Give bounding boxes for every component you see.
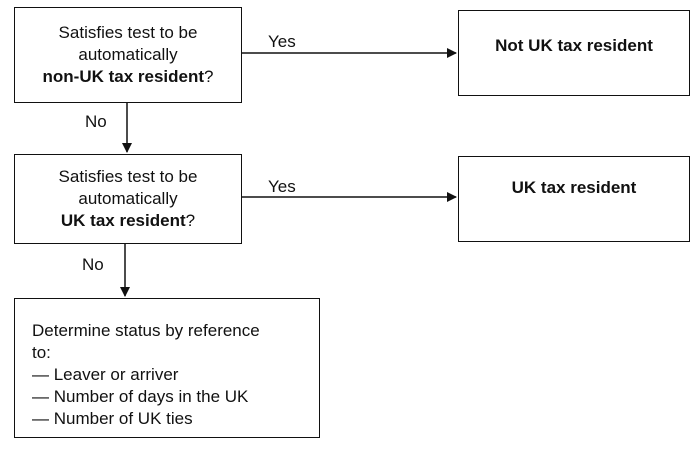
question1-line2: automatically: [78, 45, 178, 64]
question2-line3: UK tax resident?: [61, 210, 195, 232]
determine-item-days: — Number of days in the UK: [32, 387, 249, 406]
question1-line3: non-UK tax resident?: [43, 66, 214, 88]
question1-bold: non-UK tax resident: [42, 67, 205, 86]
question2-line2: automatically: [78, 189, 178, 208]
outcome-not-uk-resident-box: Not UK tax resident: [458, 10, 690, 96]
question1-line1: Satisfies test to be: [58, 23, 198, 42]
edge-label-no-1: No: [85, 112, 107, 131]
determine-item-ties: — Number of UK ties: [32, 409, 193, 428]
question-uk-resident-box: Satisfies test to be automatically UK ta…: [14, 154, 242, 244]
question1-suffix: ?: [204, 67, 214, 86]
question2-line1: Satisfies test to be: [58, 167, 198, 186]
edge-label-yes-1: Yes: [268, 32, 296, 51]
question2-suffix: ?: [185, 211, 196, 230]
outcome2-label: UK tax resident: [511, 178, 637, 197]
determine-line2: to:: [32, 343, 51, 362]
outcome1-label: Not UK tax resident: [495, 36, 653, 55]
determine-status-box: Determine status by reference to: — Leav…: [14, 298, 320, 438]
question-non-uk-resident-box: Satisfies test to be automatically non-U…: [14, 7, 242, 103]
question2-bold: UK tax resident: [60, 211, 186, 230]
determine-item-leaver: — Leaver or arriver: [32, 365, 179, 384]
outcome-uk-resident-box: UK tax resident: [458, 156, 690, 242]
determine-line1: Determine status by reference: [32, 321, 260, 340]
edge-label-no-2: No: [82, 255, 104, 274]
edge-label-yes-2: Yes: [268, 177, 296, 196]
